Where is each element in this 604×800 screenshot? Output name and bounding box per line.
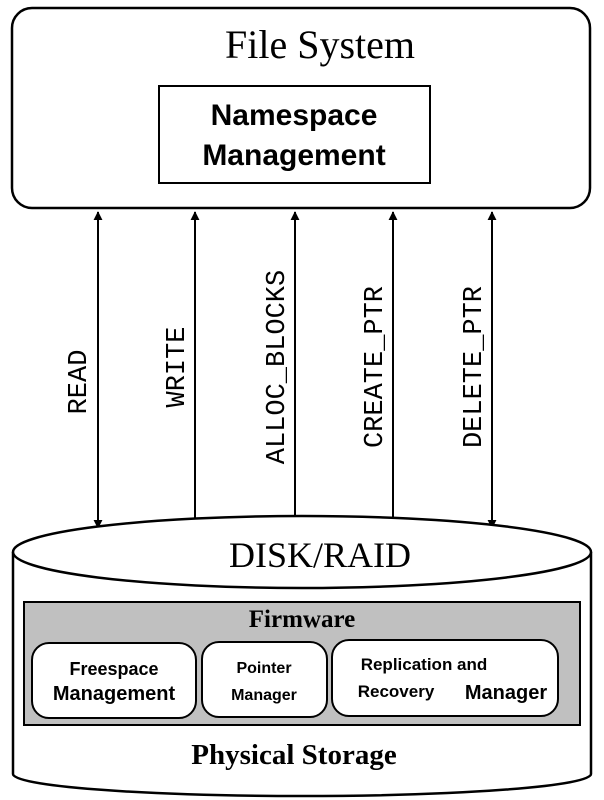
disk-title: DISK/RAID [229, 535, 411, 575]
delete-ptr-label: DELETE_PTR [460, 286, 490, 448]
replication-label-line2b: Manager [465, 682, 547, 704]
create-ptr-label: CREATE_PTR [361, 286, 391, 448]
replication-recovery-manager-box: Replication and Recovery Manager [331, 639, 559, 717]
pointer-manager-box: Pointer Manager [201, 641, 328, 718]
replication-label-line2a: Recovery [358, 682, 435, 701]
firmware-panel: Firmware Freespace Management Pointer Ma… [23, 601, 581, 726]
replication-label-line1: Replication and [361, 655, 488, 674]
namespace-management-box: Namespace Management [158, 85, 431, 184]
firmware-title: Firmware [249, 606, 355, 633]
physical-storage-label: Physical Storage [191, 739, 397, 771]
pointer-label-line1: Pointer [236, 660, 291, 677]
alloc-blocks-label: ALLOC_BLOCKS [263, 270, 293, 464]
freespace-label-line2: Management [53, 683, 176, 705]
interface-arrows: READ WRITE ALLOC_BLOCKS CREATE_PTR DELET… [65, 211, 497, 529]
freespace-label-line1: Freespace [69, 659, 158, 679]
file-system-title: File System [225, 22, 415, 67]
namespace-label-line2: Management [202, 139, 385, 172]
freespace-management-box: Freespace Management [31, 642, 197, 719]
pointer-label-line2: Manager [231, 687, 297, 704]
write-label: WRITE [163, 326, 193, 407]
namespace-label-line1: Namespace [211, 99, 378, 132]
read-label: READ [65, 350, 95, 415]
